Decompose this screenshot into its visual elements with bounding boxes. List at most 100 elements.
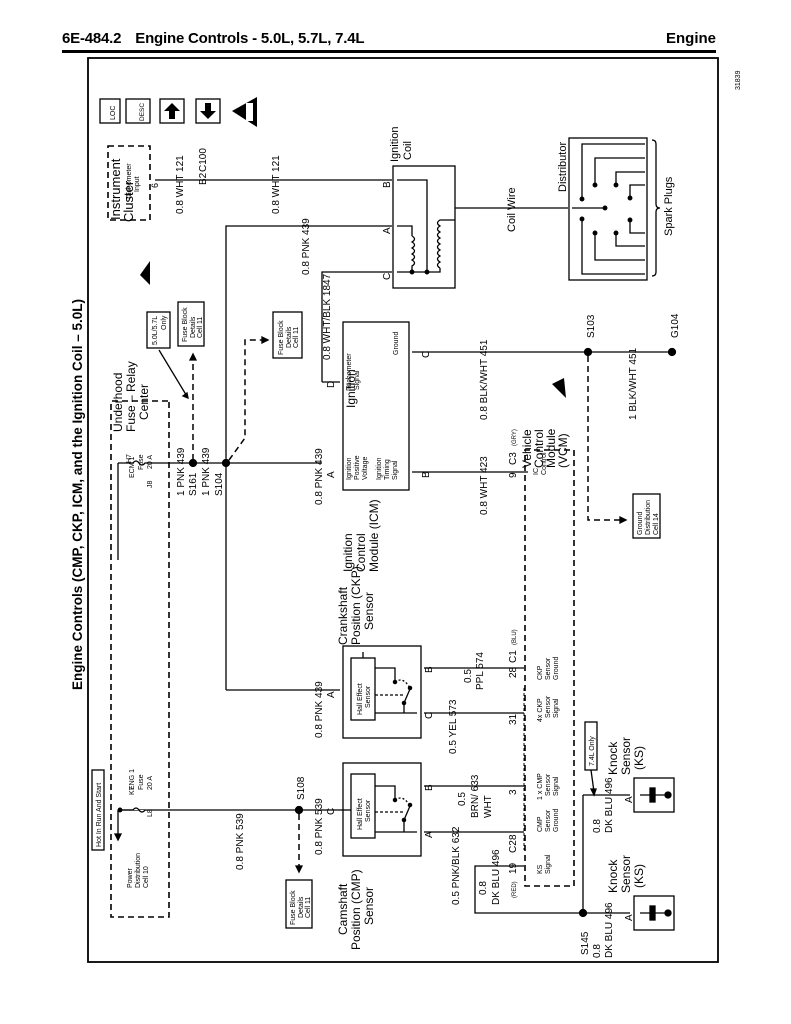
coil-pin-b: B — [382, 181, 393, 188]
diagram-title: Engine Controls (CMP, CKP, ICM, and the … — [70, 299, 85, 690]
only-5057-box — [146, 311, 171, 349]
g104-label: G104 — [670, 313, 681, 338]
power-dist-label-1: Power — [127, 867, 134, 888]
only-5057-pointer — [158, 349, 189, 399]
svg-text:Instrument: Instrument — [108, 158, 123, 220]
down-arrow-icon — [195, 98, 221, 124]
cmp-signal-1: 1 x CMP — [537, 773, 544, 800]
wire-dk-blu-496 — [474, 865, 583, 914]
primary-winding — [410, 235, 416, 272]
cmp-ground-2: Sensor — [545, 809, 552, 832]
knock-sensor-1-label-3: (KS) — [632, 746, 646, 770]
ecm1-fuse-label-3: 20 A — [147, 455, 154, 469]
ic-control-2: Control — [541, 452, 548, 475]
coil-wire-label: Coil Wire — [506, 187, 518, 232]
ckp-signal-1: 4x CKP — [537, 698, 544, 722]
connector-b2-label: B2 — [198, 172, 209, 185]
svg-text:Cluster: Cluster — [121, 180, 136, 222]
knock-sensor-1-label-1: Knock — [606, 741, 620, 775]
hall-effect-1-label-2: Sensor — [365, 685, 372, 708]
eng1-fuse-label-1: ENG 1 — [129, 769, 136, 790]
s104-label: S104 — [214, 472, 225, 496]
spark-plugs-label: Spark Plugs — [663, 176, 675, 236]
wire-label-brn-wht-3: WHT — [483, 795, 494, 818]
cmp-ground-3: Ground — [553, 809, 560, 832]
icm-pin-b: B — [421, 471, 432, 478]
fuse-block-box-3 — [285, 879, 313, 929]
wire-dkblu-ks1-1: 0.8 — [592, 819, 603, 833]
fuse-block-1-label-1: Fuse Block — [182, 307, 189, 342]
coil-pin-c: C — [382, 273, 393, 280]
wire-label-blk-wht-451-a: 0.8 BLK/WHT 451 — [479, 339, 490, 420]
page-code: 6E-484.2 — [62, 30, 122, 47]
fuse-block-2-label-1: Fuse Block — [278, 320, 285, 355]
cmp-signal-2: Sensor — [545, 773, 552, 796]
blu-label: (BLU) — [512, 629, 518, 645]
spark-plugs-brace — [651, 139, 661, 277]
icm-name-label-3: Module (ICM) — [367, 499, 381, 572]
instrument-cluster-box — [107, 145, 151, 221]
knock-sensor-1-label-2: Sensor — [619, 737, 633, 775]
eng1-fuse-label-2: Fuse — [138, 774, 145, 790]
ckp-signal-2: Sensor — [545, 695, 552, 718]
wire-label-ppl-574-2: PPL 574 — [475, 652, 486, 690]
connector-c100-label: C100 — [198, 148, 209, 172]
red-label: (RED) — [512, 881, 518, 898]
ic-control-1: IC — [533, 468, 540, 475]
hot-in-run-box — [91, 769, 105, 851]
fuse-block-box-1 — [177, 301, 205, 347]
fuse-block-box-2 — [272, 311, 303, 359]
section-title: Engine Controls - 5.0L, 5.7L, 7.4L — [135, 30, 365, 47]
esd-icon — [140, 261, 150, 285]
cmp-signal-3: Signal — [553, 776, 560, 796]
knock-sensor-2-label-3: (KS) — [632, 864, 646, 888]
wire-label-brn-wht-2: BRN/ 633 — [470, 774, 481, 818]
s161-label: S161 — [188, 472, 199, 496]
wire-label-brn-wht-1: 0.5 — [457, 792, 468, 806]
section-name: Engine — [665, 30, 716, 47]
svg-text:DESC: DESC — [139, 103, 146, 121]
icm-tach-2: Signal — [354, 370, 361, 390]
wire-wht-blk-1847 — [321, 271, 392, 382]
distributor-box — [568, 137, 648, 281]
fuse-block-3-label-2: Details — [298, 896, 305, 918]
icm-timing-1: Ignition — [376, 457, 383, 480]
cmp-pin-b: B — [424, 784, 435, 791]
ks1-pin-a: A — [624, 796, 635, 803]
only-5057-label-1: 5.0L/5.7L — [152, 316, 159, 345]
wire-dkblu-ks2-2: DK BLU 496 — [604, 902, 615, 958]
c2-label: C2 — [508, 840, 519, 853]
wire-label-wht-423: 0.8 WHT 423 — [479, 456, 490, 515]
desc-icon: DESC — [125, 98, 151, 124]
wire-label-1pnk-439-a: 1 PNK 439 — [176, 447, 187, 496]
splice-s108 — [294, 805, 304, 815]
distributor-rotor — [572, 143, 645, 275]
ckp-signal-3: Signal — [553, 698, 560, 718]
wire-label-08pnk-439-ckp: 0.8 PNK 439 — [314, 681, 325, 738]
hot-in-run-label: Hot In Run And Start — [96, 783, 103, 847]
wire-label-yel-573: 0.5 YEL 573 — [448, 699, 459, 754]
k7-label: K7 — [129, 786, 136, 795]
icm-ground: Ground — [393, 332, 400, 355]
only-5057-label-2: Only — [161, 315, 168, 330]
splice-s161 — [188, 458, 198, 468]
wire-label-pnk-439-coil: 0.8 PNK 439 — [301, 218, 312, 275]
pin-9-label: 9 — [508, 472, 519, 478]
h7-label: H7 — [126, 454, 133, 463]
icm-name-label-1b: Ignition — [341, 533, 355, 572]
fuse-block-2-label-2: Details — [286, 326, 293, 348]
ckp-pin-a: A — [326, 691, 337, 698]
wire-label-wht-121-a: 0.8 WHT 121 — [175, 155, 186, 214]
wire-label-08pnk-439-icm: 0.8 PNK 439 — [314, 448, 325, 505]
s145-label: S145 — [580, 931, 591, 955]
ecm1-fuse-label-1: ECM 1 — [129, 457, 136, 479]
icm-box — [342, 321, 410, 491]
hall-effect-2-label-2: Sensor — [365, 799, 372, 822]
fuse-block-1-label-3: Cell 11 — [197, 317, 204, 338]
ckp-name-2: Position (CKP) — [349, 566, 363, 645]
icm-pin-c: C — [421, 351, 432, 358]
ignition-coil-label-1: Ignition — [389, 127, 401, 162]
ground-dist-label-3: Cell 14 — [653, 513, 660, 535]
knock-sensor-1 — [633, 777, 675, 813]
